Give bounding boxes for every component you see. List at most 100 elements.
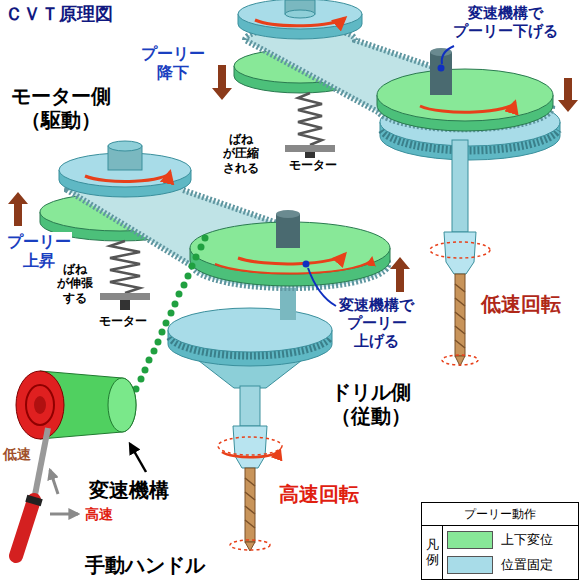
lower-drill-pulley-upper (276, 210, 300, 218)
hand-lever (33, 497, 35, 504)
linkage-chain (202, 235, 209, 242)
upper-motor-pulley-top (238, 0, 362, 29)
linkage-chain (193, 254, 200, 261)
legend-swatch (447, 531, 493, 549)
linkage-chain (155, 339, 162, 346)
legend-swatch (447, 556, 493, 574)
upper-drill-pulley-upper (377, 69, 553, 121)
shift-knob (26, 385, 54, 425)
linkage-chain (151, 348, 158, 355)
lower-spring (110, 241, 140, 293)
callout-pointers (308, 268, 336, 306)
lower-spring (100, 241, 150, 310)
linkage-chain (176, 291, 183, 298)
upper-drill (452, 140, 468, 232)
diagram-title: ＣＶＴ原理図 (4, 3, 114, 25)
callout-pointers (438, 65, 445, 72)
shift-knob (16, 371, 136, 439)
mechanism-note: 変速機構で プーリー 上げる (338, 296, 415, 350)
speed-label: 高速回転 (278, 482, 360, 506)
shift-knob (34, 396, 46, 414)
shift-knob (108, 378, 136, 432)
shift-arrows (130, 444, 146, 472)
side-heading: ドリル側 （従動） (330, 380, 412, 428)
linkage-chain (138, 376, 145, 383)
shift-direction: 高速 (84, 506, 114, 523)
motion-note: プーリー 降下 (140, 44, 206, 82)
upper-spring (285, 93, 335, 158)
part-name: モーター (288, 158, 338, 172)
lower-drill-pulley-lower (168, 308, 332, 352)
lower-drill (230, 540, 270, 550)
lower-drill (245, 468, 255, 542)
side-heading: モーター側 （駆動） (10, 84, 112, 132)
callout-pointers (303, 46, 455, 306)
upper-motor-pulley-top (255, 18, 345, 26)
linkage-chain (163, 320, 170, 327)
shift-arrows (50, 470, 58, 494)
linkage-chain (168, 310, 175, 317)
lower-motor-pulley-top (85, 172, 170, 181)
part-name: 手動ハンドル (84, 553, 206, 577)
linkage-chain (159, 329, 166, 336)
callout-pointers (442, 46, 454, 64)
lower-drill-pulley-upper (276, 214, 300, 248)
upper-drill-pulley-upper (377, 48, 553, 131)
lower-drill (222, 450, 280, 457)
lower-motor-pulley-top (108, 141, 142, 151)
lower-drill (233, 426, 267, 468)
lower-drill (218, 386, 282, 551)
part-name: 変速機構 (88, 478, 170, 502)
lower-motor-pulley-top (59, 141, 191, 197)
linkage-chain (172, 301, 179, 308)
lower-drill (240, 386, 260, 426)
upper-motor-pulley-top (238, 0, 362, 39)
hand-lever (16, 500, 34, 556)
linkage-chain (185, 273, 192, 280)
upper-motor-pulley-top (285, 10, 315, 18)
lower-drill-pulley-upper (190, 210, 390, 286)
legend-table: プーリー動作凡例 上下変位位置固定 (421, 502, 579, 580)
part-name: モーター (98, 314, 148, 328)
lower-drill (245, 478, 255, 528)
pulley-move-arrows (8, 65, 578, 292)
upper-drill (455, 274, 465, 356)
mechanism-note: 変速機構で プーリー下げる (452, 4, 559, 40)
upper-spring (285, 145, 335, 152)
lower-drill-pulley-lower (168, 286, 332, 388)
upper-spring (298, 93, 322, 145)
callout-pointers (303, 261, 310, 268)
lower-drill-pulley-upper (215, 258, 372, 274)
linkage-chain (198, 244, 205, 251)
pulley-move-arrows (8, 192, 28, 226)
shift-knob (16, 371, 64, 439)
linkage-chain (146, 357, 153, 364)
spring-note: ばね が伸張 する (56, 262, 94, 305)
linkage-chain (189, 263, 196, 270)
upper-drill-pulley-upper (420, 102, 515, 112)
legend-text: 位置固定 (501, 556, 553, 574)
pulley-move-arrows (390, 257, 410, 292)
pulley-move-arrows (558, 78, 578, 112)
upper-drill (430, 140, 490, 366)
legend-caption: 凡例 (426, 538, 439, 567)
linkage-chain (142, 367, 149, 374)
linkage-chain (181, 282, 188, 289)
shift-direction: 低速 (2, 446, 32, 463)
pulley-move-arrows (212, 65, 232, 100)
legend-heading: プーリー動作 (422, 503, 578, 526)
hand-lever (34, 428, 48, 500)
shift-arrows (50, 513, 78, 516)
lower-spring (120, 300, 130, 310)
speed-label: 低速回転 (480, 292, 562, 316)
upper-drill (444, 232, 476, 274)
legend-text: 上下変位 (501, 531, 553, 549)
lower-drill (218, 437, 282, 455)
lower-drill-pulley-lower (280, 286, 296, 320)
upper-drill (430, 242, 490, 258)
upper-drill (442, 355, 478, 365)
upper-drill (455, 284, 465, 348)
lower-drill-pulley-upper (238, 254, 345, 264)
spring-note: ばね が圧縮 される (222, 132, 260, 175)
lower-spring (100, 293, 150, 300)
